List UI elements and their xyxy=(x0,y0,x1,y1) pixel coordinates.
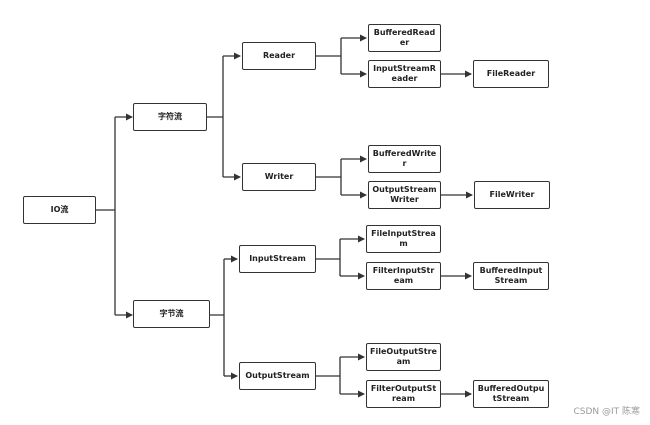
node-io-stream-label: IO流 xyxy=(50,205,69,214)
node-char-stream: 字符流 xyxy=(133,103,207,131)
node-inputstream: InputStream xyxy=(239,245,316,273)
node-filereader-label: FileReader xyxy=(486,69,536,78)
node-outputstream-label: OutputStream xyxy=(245,371,310,380)
node-char-stream-label: 字符流 xyxy=(158,112,182,121)
node-bufferedoutputstream-label: BufferedOutputStream xyxy=(477,384,545,403)
node-inputstreamreader: InputStreamReader xyxy=(368,60,441,88)
node-outputstream: OutputStream xyxy=(239,362,316,390)
edge-reader-trunk xyxy=(316,38,342,74)
node-reader: Reader xyxy=(242,42,316,70)
node-filewriter-label: FileWriter xyxy=(489,190,535,199)
node-filteroutputstream: FilterOutputStream xyxy=(366,380,441,408)
edge-byte-trunk xyxy=(210,259,225,376)
node-bufferedwriter-label: BufferedWriter xyxy=(372,149,437,168)
edge-outputstream-trunk xyxy=(316,357,341,394)
node-fileinputstream: FileInputStream xyxy=(366,225,441,253)
node-outputstreamwriter-label: OutputStream Writer xyxy=(372,185,437,204)
edge-io-trunk xyxy=(96,117,116,315)
node-filereader: FileReader xyxy=(473,60,549,88)
node-bufferedoutputstream: BufferedOutputStream xyxy=(473,380,549,408)
node-fileinputstream-label: FileInputStream xyxy=(371,229,436,248)
node-bufferedwriter: BufferedWriter xyxy=(368,145,441,173)
node-inputstream-label: InputStream xyxy=(249,254,306,263)
node-bufferedinputstream-label: BufferedInputStream xyxy=(479,266,543,285)
watermark: CSDN @IT 陈寒 xyxy=(573,407,640,417)
node-io-stream: IO流 xyxy=(23,196,96,224)
node-bufferedreader: BufferedReader xyxy=(368,24,441,52)
node-inputstreamreader-label: InputStreamReader xyxy=(373,64,436,83)
node-fileoutputstream-label: FileOutputStream xyxy=(370,347,437,366)
edge-writer-trunk xyxy=(316,159,342,195)
edge-char-trunk xyxy=(207,56,224,177)
node-filterinputstream-label: FilterInputStream xyxy=(372,266,435,285)
node-filterinputstream: FilterInputStream xyxy=(366,262,441,290)
node-writer-label: Writer xyxy=(264,172,294,181)
node-outputstreamwriter: OutputStream Writer xyxy=(368,181,441,209)
node-reader-label: Reader xyxy=(262,51,296,60)
node-bufferedreader-label: BufferedReader xyxy=(373,28,436,47)
node-filewriter: FileWriter xyxy=(474,181,550,209)
edge-inputstream-trunk xyxy=(316,239,341,276)
node-writer: Writer xyxy=(242,163,316,191)
node-byte-stream: 字节流 xyxy=(133,300,210,328)
node-filteroutputstream-label: FilterOutputStream xyxy=(370,384,437,403)
node-bufferedinputstream: BufferedInputStream xyxy=(473,262,549,290)
node-byte-stream-label: 字节流 xyxy=(159,309,184,318)
node-fileoutputstream: FileOutputStream xyxy=(366,343,441,371)
